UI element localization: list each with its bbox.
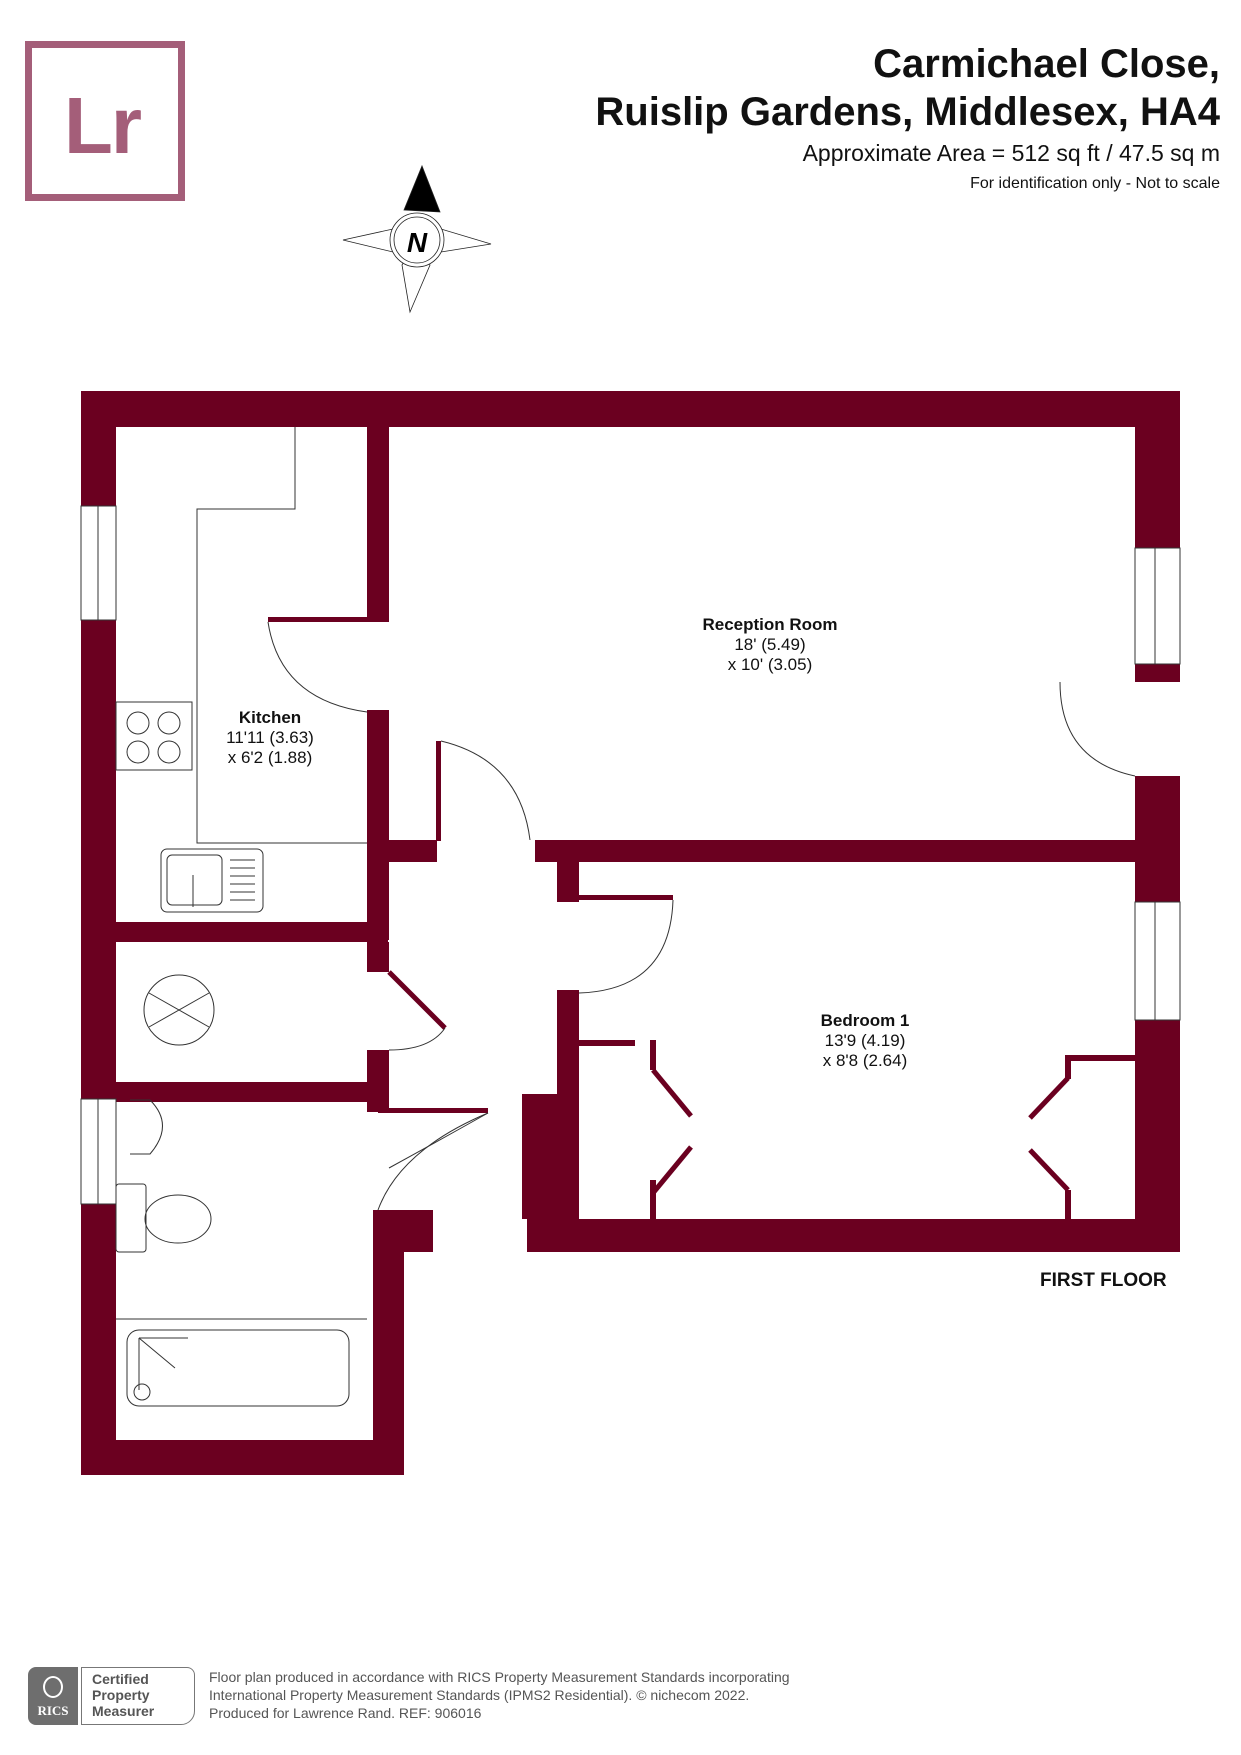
logo-text: Lr — [64, 81, 142, 170]
header: Carmichael Close, Ruislip Gardens, Middl… — [595, 40, 1220, 196]
windows — [80, 505, 1181, 1205]
room-name: Reception Room — [702, 615, 838, 634]
room-dim: 18' (5.49) — [734, 635, 806, 654]
scale-note: For identification only - Not to scale — [970, 175, 1220, 192]
address-line-2: Ruislip Gardens, Middlesex, HA4 — [595, 90, 1220, 134]
address-line-1: Carmichael Close, — [873, 42, 1220, 86]
room-dim: 11'11 (3.63) — [226, 728, 314, 747]
room-dim: x 8'8 (2.64) — [822, 1051, 908, 1070]
walls — [81, 391, 1180, 1475]
lion-icon — [43, 1676, 63, 1698]
room-name: Bedroom 1 — [820, 1011, 910, 1030]
room-name: Kitchen — [238, 708, 302, 727]
footer: RICS Certified Property Measurer Floor p… — [28, 1667, 790, 1725]
room-dim: 13'9 (4.19) — [824, 1031, 906, 1050]
footer-text: Floor plan produced in accordance with R… — [209, 1669, 790, 1721]
north-arrow-icon: N — [342, 164, 492, 314]
room-kitchen: Kitchen 11'11 (3.63) x 6'2 (1.88) — [205, 708, 335, 768]
svg-text:N: N — [407, 227, 428, 258]
room-reception: Reception Room 18' (5.49) x 10' (3.05) — [690, 615, 850, 675]
room-bedroom-1: Bedroom 1 13'9 (4.19) x 8'8 (2.64) — [800, 1011, 930, 1071]
room-dim: x 10' (3.05) — [727, 655, 813, 674]
door-swings — [115, 427, 1136, 1407]
approximate-area: Approximate Area = 512 sq ft / 47.5 sq m — [802, 140, 1220, 166]
rics-logo: RICS — [28, 1667, 78, 1725]
room-dim: x 6'2 (1.88) — [227, 748, 313, 767]
agency-logo: Lr — [25, 41, 185, 201]
certified-badge: Certified Property Measurer — [81, 1667, 195, 1725]
floor-label: FIRST FLOOR — [1040, 1270, 1167, 1291]
